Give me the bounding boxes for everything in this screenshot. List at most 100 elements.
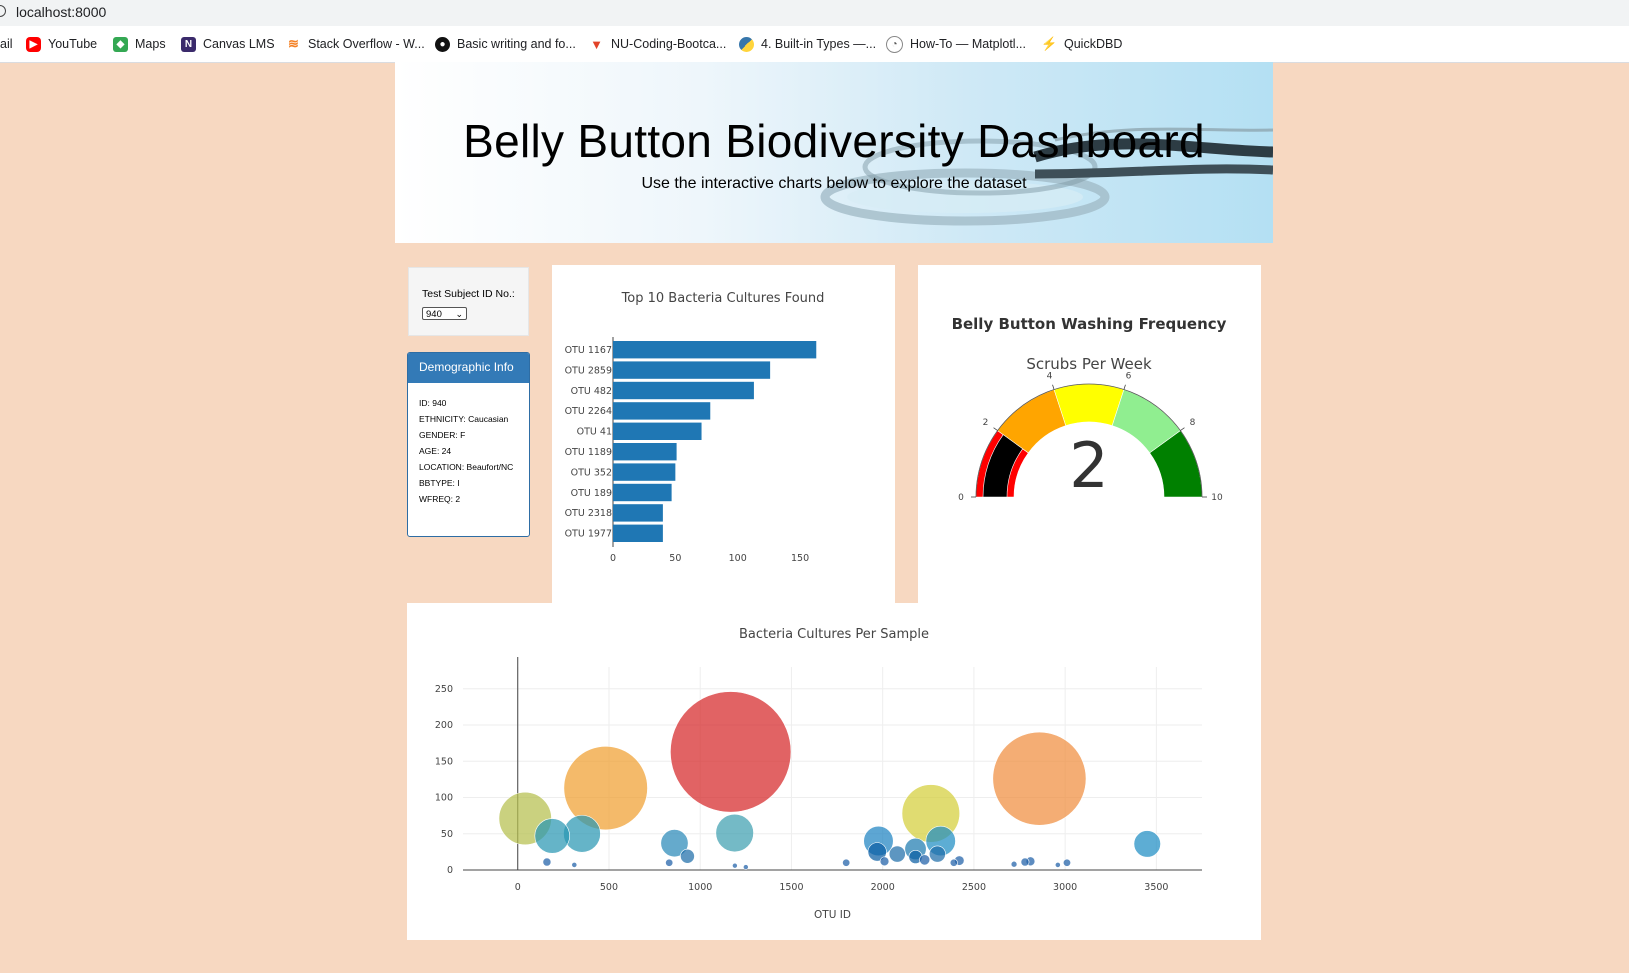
stethoscope-image xyxy=(820,127,1273,226)
bubble-x-axis-label: OTU ID xyxy=(814,909,851,921)
gauge-tick-label: 0 xyxy=(958,493,964,503)
bar-label: OTU 482 xyxy=(571,386,612,397)
bubble-x-tick: 1500 xyxy=(779,882,803,893)
bubble-point xyxy=(680,848,695,864)
bookmark-stackoverflow[interactable]: ≋ Stack Overflow - W... xyxy=(286,26,425,62)
bubble-point xyxy=(660,829,689,858)
bookmark-label: Basic writing and fo... xyxy=(457,37,576,51)
bookmark-python-docs[interactable]: 4. Built-in Types —... xyxy=(739,26,876,62)
bookmark-matplotlib[interactable]: ◔ How-To — Matplotl... xyxy=(886,26,1026,62)
python-icon xyxy=(739,36,754,52)
bar-chart-title: Top 10 Bacteria Cultures Found xyxy=(621,291,825,306)
subject-selector-label: Test Subject ID No.: xyxy=(422,288,515,300)
bar-label: OTU 1167 xyxy=(565,345,612,356)
bar xyxy=(613,483,672,502)
bar-x-tick: 0 xyxy=(610,553,616,564)
stackoverflow-icon: ≋ xyxy=(286,36,301,52)
bar xyxy=(613,463,676,481)
bar xyxy=(613,361,771,379)
bar-label: OTU 2859 xyxy=(565,365,612,376)
bookmark-label: Maps xyxy=(135,37,166,51)
bookmark-youtube[interactable]: ▶ YouTube xyxy=(26,26,97,62)
bubble-y-tick: 0 xyxy=(447,865,453,876)
bookmark-quickdbd[interactable]: ⚡ QuickDBD xyxy=(1041,26,1123,62)
bar-label: OTU 352 xyxy=(571,467,612,478)
bookmarks-bar: ail ▶ YouTube ◆ Maps N Canvas LMS ≋ Stac… xyxy=(0,26,1629,63)
gauge-value-bar xyxy=(982,434,1024,498)
bubble-point xyxy=(571,862,578,868)
gauge-tick xyxy=(1052,384,1055,390)
gauge-tick-label: 10 xyxy=(1211,493,1223,503)
gauge-title: Belly Button Washing Frequency xyxy=(952,315,1227,333)
demographic-row-age: AGE: 24 xyxy=(419,446,452,456)
demographic-row-id: ID: 940 xyxy=(419,398,447,408)
address-bar[interactable]: localhost:8000 xyxy=(0,0,1629,26)
bubble-x-tick: 500 xyxy=(600,882,618,893)
bubble-y-tick: 100 xyxy=(435,793,453,804)
bubble-point xyxy=(1054,862,1061,868)
bookmark-github[interactable]: ● Basic writing and fo... xyxy=(435,26,576,62)
info-icon[interactable] xyxy=(0,5,6,17)
bar-x-tick: 50 xyxy=(669,553,681,564)
bar-label: OTU 41 xyxy=(577,427,612,438)
bubble-x-tick: 3500 xyxy=(1144,882,1168,893)
demographic-row-location: LOCATION: Beaufort/NC xyxy=(419,462,514,472)
bookmark-gitlab[interactable]: ▼ NU-Coding-Bootca... xyxy=(589,26,726,62)
bar-label: OTU 1977 xyxy=(565,529,612,540)
gauge-subtitle: Scrubs Per Week xyxy=(1026,355,1152,373)
bookmark-mail[interactable]: ail xyxy=(0,26,13,62)
bookmark-label: ail xyxy=(0,37,13,51)
subject-id-dropdown[interactable]: 940 ⌄ xyxy=(422,307,467,320)
bubble-point xyxy=(879,856,890,867)
bubble-point xyxy=(888,845,906,863)
subject-id-value: 940 xyxy=(426,309,442,320)
bar-label: OTU 189 xyxy=(571,488,612,499)
subject-selector-panel: Test Subject ID No.: 940 ⌄ xyxy=(408,267,529,336)
bubble-y-tick: 50 xyxy=(441,829,453,840)
gauge-tick xyxy=(1180,427,1185,431)
bubble-point xyxy=(1010,860,1018,868)
demographic-row-wfreq: WFREQ: 2 xyxy=(419,494,461,504)
bubble-point xyxy=(1062,858,1071,867)
bubble-point xyxy=(992,731,1087,826)
demographic-row-bbtype: BBTYPE: I xyxy=(419,478,460,488)
bubble-x-tick: 0 xyxy=(515,882,521,893)
gauge-tick xyxy=(993,427,998,431)
gauge-tick xyxy=(1123,384,1126,390)
page-title: Belly Button Biodiversity Dashboard xyxy=(463,115,1205,167)
url-text[interactable]: localhost:8000 xyxy=(16,4,107,20)
bubble-x-tick: 2500 xyxy=(962,882,986,893)
bar xyxy=(613,443,677,461)
demographic-info-list: ID: 940 ETHNICITY: Caucasian GENDER: F A… xyxy=(419,399,527,511)
gauge-band xyxy=(1053,383,1125,427)
bookmark-maps[interactable]: ◆ Maps xyxy=(113,26,166,62)
gauge-outline xyxy=(975,383,1203,498)
bookmark-canvas[interactable]: N Canvas LMS xyxy=(181,26,275,62)
bookmark-label: YouTube xyxy=(48,37,98,51)
bubble-point xyxy=(919,854,931,866)
bookmark-label: How-To — Matplotl... xyxy=(910,37,1027,51)
bubble-point xyxy=(1020,857,1030,867)
page-header: Belly Button Biodiversity Dashboard Use … xyxy=(395,62,1273,243)
maps-icon: ◆ xyxy=(113,36,128,52)
bar xyxy=(613,341,817,359)
bubble-point xyxy=(949,858,958,867)
quickdbd-icon: ⚡ xyxy=(1041,36,1058,52)
demographic-row-gender: GENDER: F xyxy=(419,430,466,440)
gauge-value: 2 xyxy=(1069,429,1108,502)
bubble-point xyxy=(563,745,648,831)
demographic-row-ethnicity: ETHNICITY: Caucasian xyxy=(419,414,509,424)
bubble-chart-title: Bacteria Cultures Per Sample xyxy=(739,627,929,642)
bubble-x-tick: 1000 xyxy=(688,882,712,893)
gauge-tick-label: 8 xyxy=(1190,418,1196,428)
github-icon: ● xyxy=(435,36,450,52)
matplotlib-icon: ◔ xyxy=(886,35,903,53)
demographic-info-heading: Demographic Info xyxy=(408,353,529,383)
bookmark-label: NU-Coding-Bootca... xyxy=(611,37,727,51)
bookmark-label: QuickDBD xyxy=(1064,37,1123,51)
bookmark-label: 4. Built-in Types —... xyxy=(761,37,877,51)
